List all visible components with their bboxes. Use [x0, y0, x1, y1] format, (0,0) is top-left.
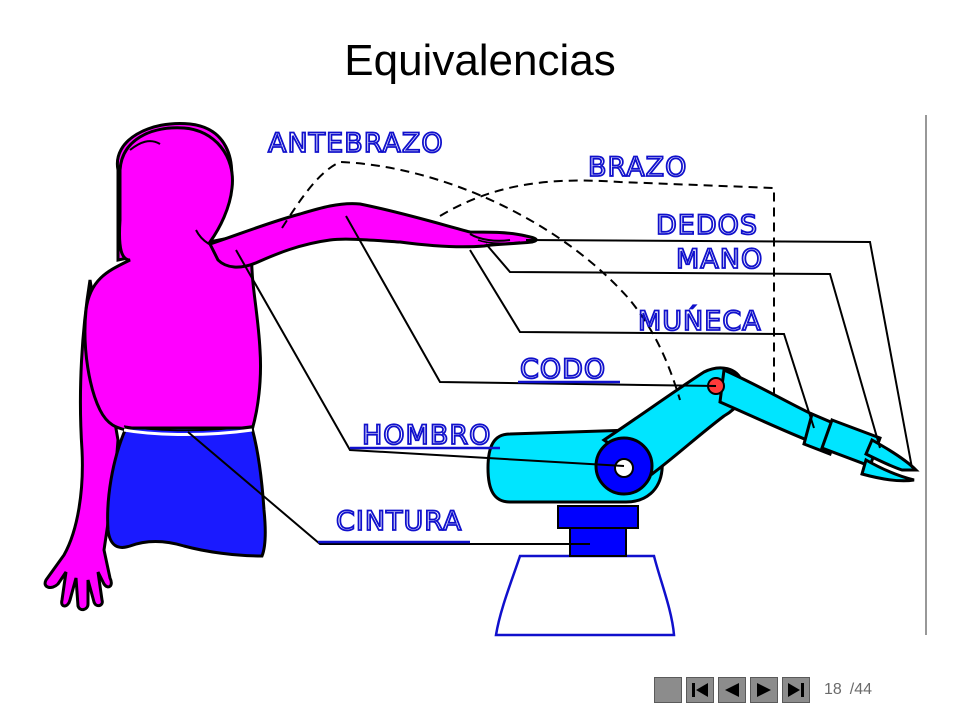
dashed-guide-lines — [281, 160, 775, 401]
previous-page-button[interactable] — [718, 677, 746, 703]
brazo-guide — [439, 179, 775, 396]
next-page-button[interactable] — [750, 677, 778, 703]
blank-square-icon — [655, 678, 681, 702]
last-page-button[interactable] — [782, 677, 810, 703]
label-dedos: DEDOS — [656, 210, 758, 241]
first-page-icon — [692, 683, 708, 697]
label-antebrazo: ANTEBRAZO — [268, 128, 444, 159]
current-page: 18 — [824, 681, 842, 698]
slide-title: Equivalencias — [344, 36, 616, 85]
robot-forearm — [718, 367, 818, 445]
blank-button[interactable] — [654, 677, 682, 703]
leader-lines — [187, 215, 913, 545]
previous-page-icon — [725, 683, 739, 697]
robot-pedestal — [494, 554, 676, 637]
human-figure — [43, 121, 538, 612]
label-mano: MANO — [676, 244, 763, 275]
human-right-arm — [207, 202, 538, 269]
last-page-icon — [788, 683, 804, 697]
label-brazo: BRAZO — [588, 152, 687, 183]
next-page-icon — [757, 683, 771, 697]
robot-arm — [486, 366, 920, 637]
antebrazo-guide — [281, 160, 681, 401]
label-codo: CODO — [520, 354, 606, 385]
total-pages: /44 — [849, 681, 873, 698]
human-robot-diagram: ANTEBRAZO BRAZO DEDOS MANO MUŃECA CODO H… — [0, 110, 960, 640]
human-shorts — [106, 426, 267, 558]
human-body — [83, 126, 263, 432]
label-cintura: CINTURA — [336, 506, 462, 537]
robot-gripper — [864, 437, 920, 472]
label-hombro: HOMBRO — [362, 420, 491, 451]
page-counter: 18/44 — [824, 681, 872, 699]
label-muneca: MUŃECA — [638, 305, 762, 337]
label-underlines — [318, 380, 620, 544]
first-page-button[interactable] — [686, 677, 714, 703]
slide-navigation: 18/44 — [654, 677, 872, 703]
